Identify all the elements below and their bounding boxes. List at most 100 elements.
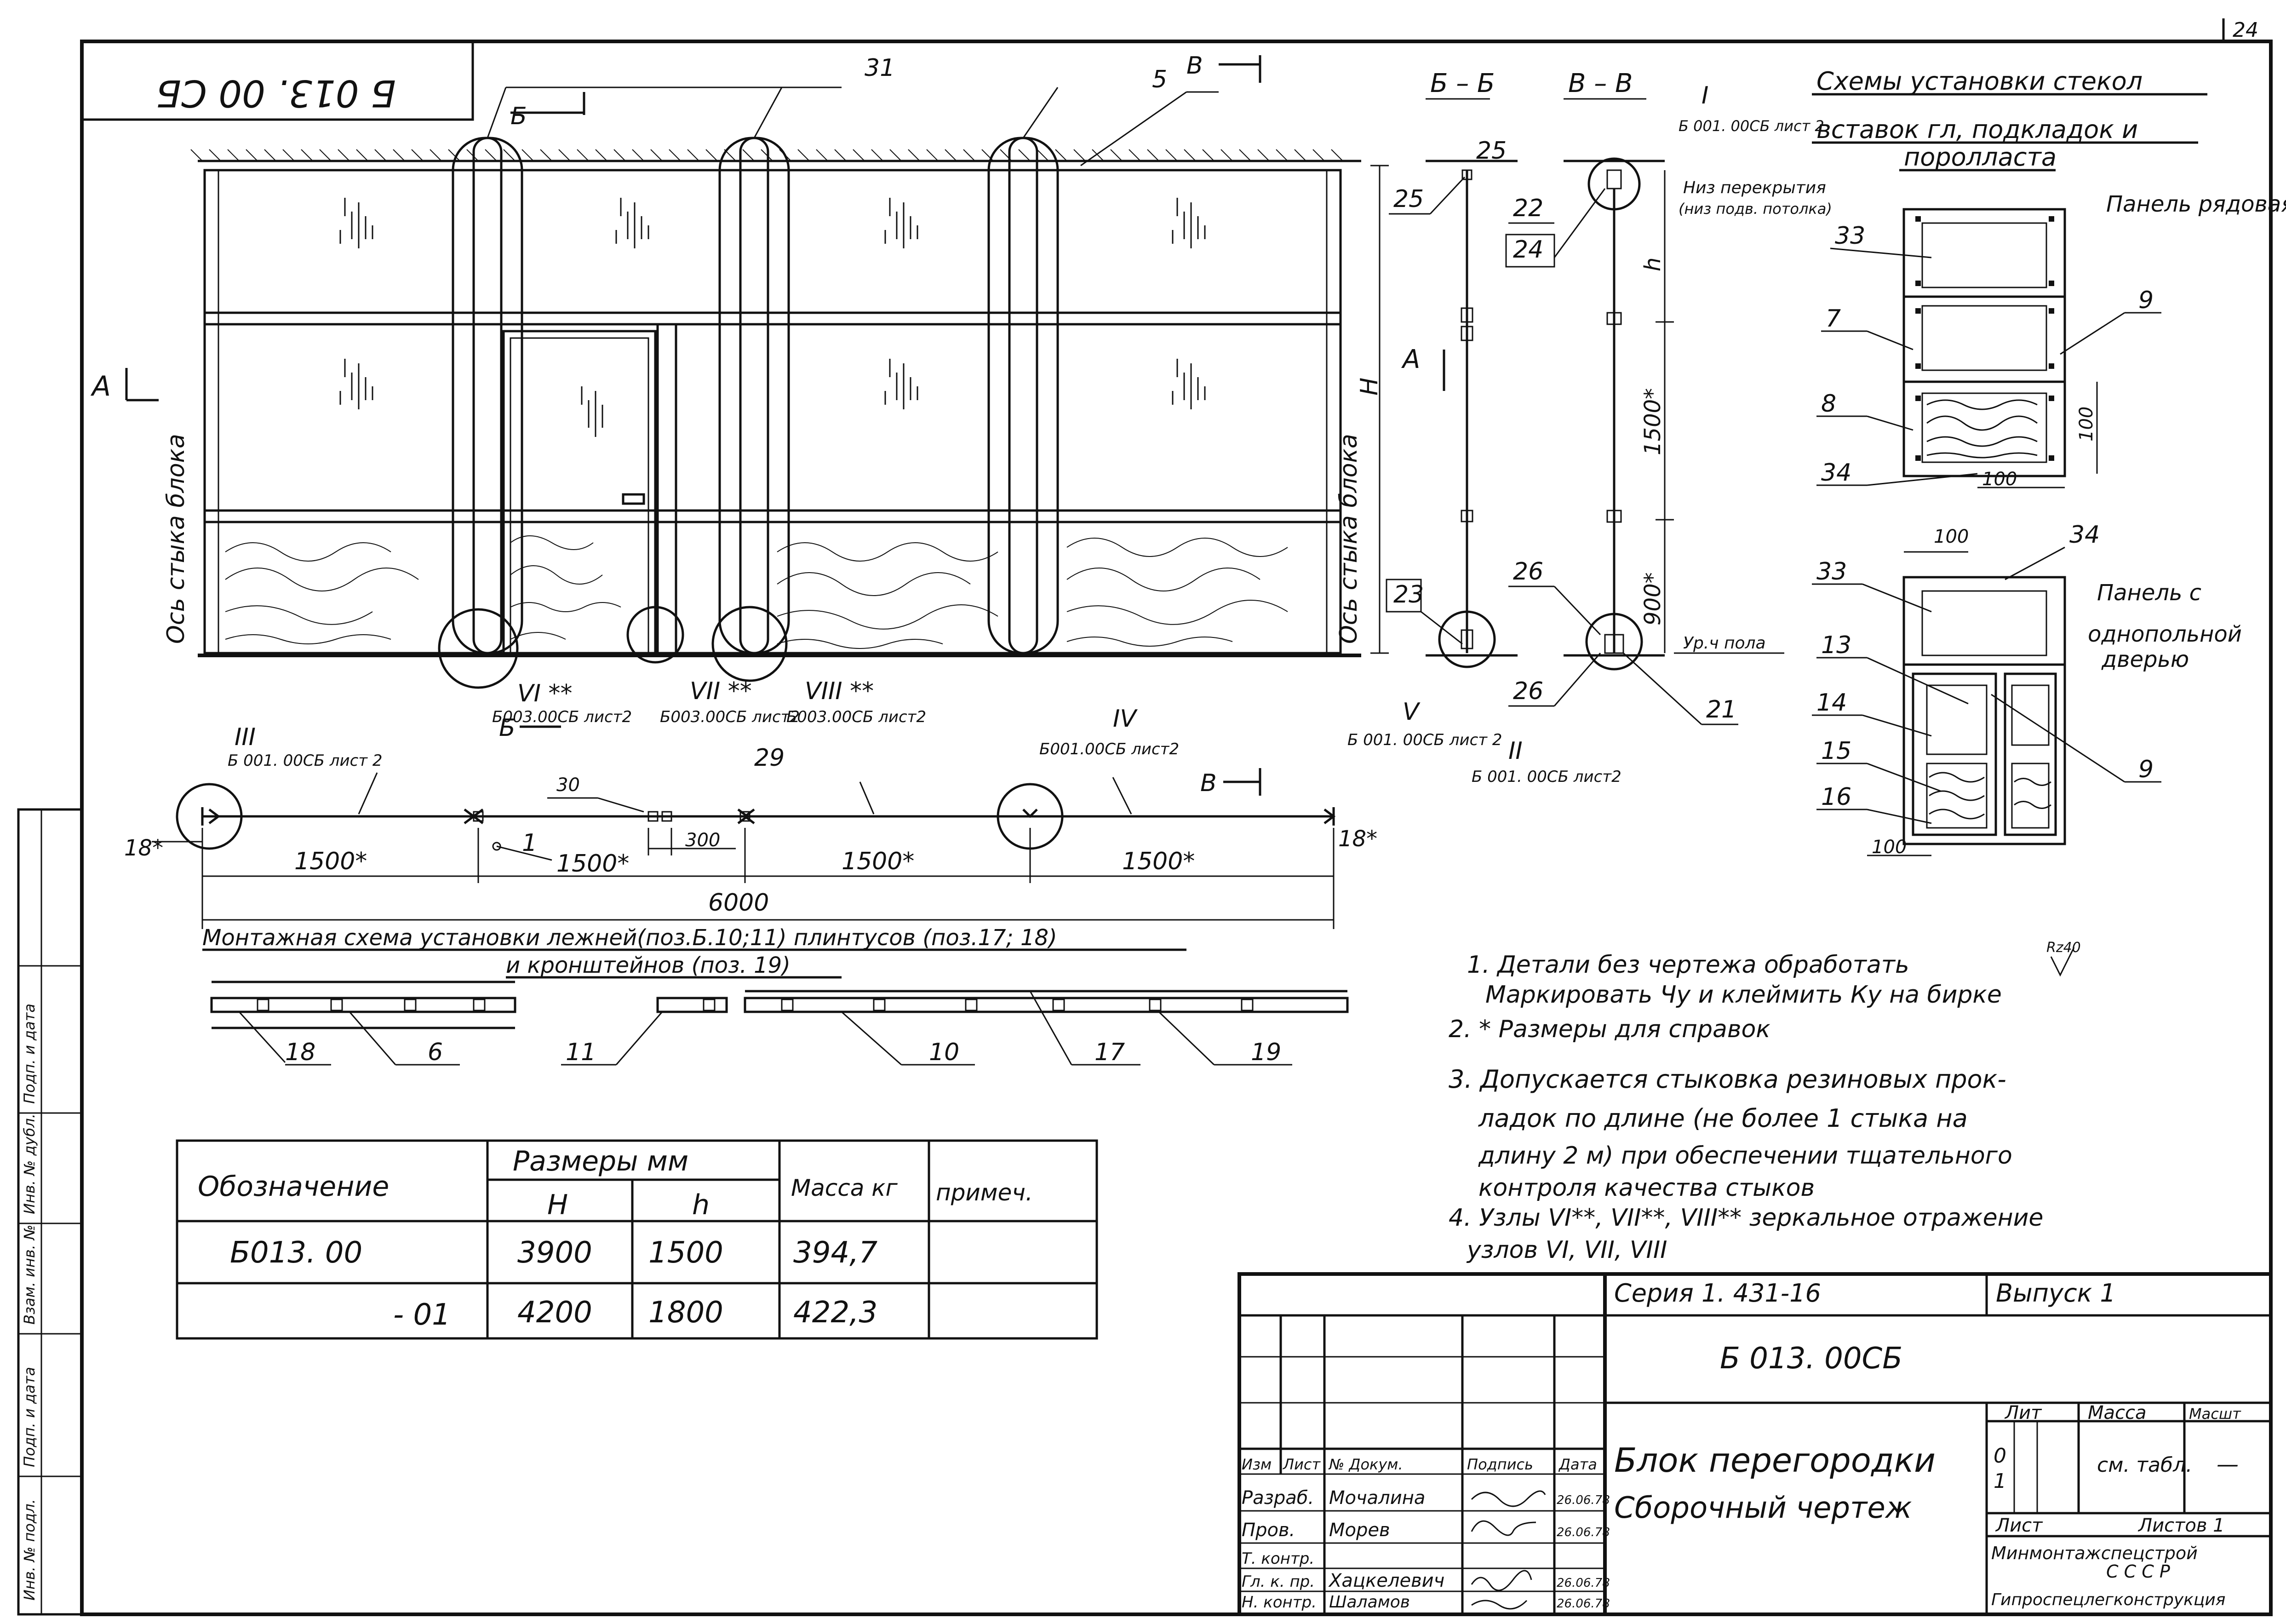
side-stamp-inv: Инв. № подл. — [21, 1499, 38, 1601]
note-1b: Маркировать Чу и клеймить Ку на бирке — [1485, 981, 2002, 1009]
plan-total-6000: 6000 — [708, 889, 769, 917]
tb-name-4: Шаламов — [1329, 1593, 1410, 1612]
dim-H: H — [1356, 378, 1383, 396]
assembly-callout-19: 19 — [1251, 1039, 1281, 1066]
note-4: 4. Узлы VI**, VII**, VIII** зеркальное о… — [1449, 1204, 2043, 1232]
tb-mass-header: Масса — [2088, 1402, 2147, 1423]
tb-sheets-label: Листов 1 — [2137, 1515, 2225, 1536]
glass-marks — [339, 198, 1206, 437]
tb-issue: Выпуск 1 — [1996, 1279, 2116, 1308]
tb-role-4: Н. контр. — [1242, 1593, 1317, 1612]
tb-scale-header: Масшт — [2189, 1405, 2241, 1423]
plan-pos-1: 1 — [522, 829, 537, 857]
panel1-callout-9: 9 — [2138, 287, 2154, 314]
section-mark-v-plan: В — [1200, 769, 1217, 797]
plan-pos-30: 30 — [556, 775, 580, 796]
panel1-label-1: Панель рядовая — [2106, 191, 2286, 217]
dimension-table: Обозначение Размеры мм H h Масса кг прим… — [176, 1139, 1098, 1340]
plan-dim-1: 1500* — [294, 848, 367, 875]
panel1-callout-34: 34 — [1821, 459, 1851, 487]
roughness-mark: Rz40 — [2046, 940, 2081, 956]
tb-date-3: 26.06.78 — [1557, 1576, 1610, 1590]
note-4b: узлов VI, VII, VIII — [1466, 1236, 1667, 1264]
section-mark-v-top: В — [1186, 52, 1203, 80]
tb-mass-value: см. табл. — [2097, 1453, 2192, 1477]
assembly-callout-6: 6 — [428, 1039, 443, 1066]
node-vi-ref: Б003.00СБ лист2 — [492, 708, 632, 726]
callout-26b: 26 — [1513, 677, 1543, 705]
panel1-wood — [1926, 399, 2038, 459]
table-header-mass: Масса кг — [791, 1175, 898, 1201]
callout-25a: 25 — [1476, 137, 1507, 165]
assembly-scheme: Монтажная схема установки лежней(поз.Б.1… — [202, 925, 1349, 1066]
table-header-note: примеч. — [936, 1179, 1033, 1206]
note-1: 1. Детали без чертежа обработать — [1467, 951, 1909, 979]
tb-name-1: Морев — [1329, 1520, 1390, 1541]
tb-role-0: Разраб. — [1242, 1487, 1314, 1509]
tb-role-3: Гл. к. пр. — [1242, 1572, 1315, 1591]
note-3c: длину 2 м) при обеспечении тщательного — [1478, 1142, 2012, 1170]
panel2-label-2: однопольной — [2088, 621, 2242, 647]
node-iv-num: IV — [1113, 705, 1138, 733]
title-block: Изм Лист № Докум. Подпись Дата Разраб. М… — [1238, 1272, 2273, 1616]
panel2-callout-13: 13 — [1821, 631, 1851, 659]
ceiling-note-2: (низ подв. потолка) — [1679, 200, 1832, 218]
glass-title-3: поролласта — [1904, 143, 2057, 172]
tb-date-1: 26.06.78 — [1557, 1526, 1610, 1539]
tb-lit-header: Лит — [2004, 1402, 2042, 1423]
elevation-view: 31 5 Б В Б А Ось стыка блока Ось стыка б… — [90, 52, 1389, 742]
rotated-code-text: Б 013. 00 СБ — [156, 72, 396, 115]
assembly-title-1: Монтажная схема установки лежней(поз.Б.1… — [202, 925, 1057, 951]
tb-col-doc: № Докум. — [1328, 1456, 1403, 1473]
node-vii-num: VII ** — [690, 677, 752, 705]
dim-900: 900* — [1640, 572, 1666, 625]
panel1-callout-8: 8 — [1821, 390, 1836, 418]
ceiling-note-1: Низ перекрытия — [1683, 178, 1826, 197]
glass-title-2: вставок гл, подкладок и — [1816, 115, 2138, 144]
panel2-callout-33: 33 — [1816, 558, 1847, 585]
glass-scheme: Схемы установки стекол вставок гл, подкл… — [1812, 67, 2286, 858]
section-mark-a-right: А — [1401, 344, 1420, 374]
callout-22: 22 — [1513, 195, 1543, 222]
tb-series: Серия 1. 431-16 — [1614, 1279, 1821, 1308]
node-vi-num: VI ** — [517, 680, 572, 707]
table-header-designation: Обозначение — [198, 1171, 389, 1203]
panel2-dim-100-top: 100 — [1934, 526, 1969, 547]
tb-name-3: Хацкелевич — [1328, 1570, 1444, 1591]
side-stamp: Инв. № подл. Подп. и дата Взам. инв. № И… — [17, 808, 83, 1616]
panel1-callout-33: 33 — [1835, 222, 1865, 250]
tb-col-izm: Изм — [1242, 1456, 1272, 1473]
notes: 1. Детали без чертежа обработать Rz40 Ма… — [1449, 940, 2081, 1264]
node-v-ref: Б 001. 00СБ лист 2 — [1347, 731, 1502, 749]
tb-name-2: Сборочный чертеж — [1614, 1491, 1912, 1525]
panel2-callout-14: 14 — [1816, 689, 1847, 717]
assembly-title-2: и кронштейнов (поз. 19) — [506, 953, 791, 978]
tb-org-3: Гипроспецлегконструкция — [1991, 1590, 2225, 1609]
sheet-number: 24 — [2233, 18, 2258, 42]
table-row1-h: 1500 — [648, 1236, 723, 1270]
floor-note: Ур.ч пола — [1683, 634, 1766, 653]
dim-h: h — [1640, 258, 1666, 271]
node-ii-ref: Б 001. 00СБ лист2 — [1472, 768, 1621, 786]
tb-lit-0: 0 — [1994, 1444, 2006, 1468]
node-viii-ref: Б003.00СБ лист2 — [786, 708, 926, 726]
plan-dim-3: 1500* — [842, 848, 914, 875]
table-row2-mass: 422,3 — [793, 1296, 877, 1330]
axis-label-left: Ось стыка блока — [162, 434, 190, 644]
node-ii-num: II — [1508, 737, 1523, 765]
section-vv-title: В – В — [1568, 69, 1633, 98]
tb-name-0: Мочалина — [1329, 1487, 1425, 1509]
section-bb-title: Б – Б — [1430, 69, 1495, 98]
rotated-code-stamp: Б 013. 00 СБ — [80, 40, 474, 121]
assembly-callout-10: 10 — [929, 1039, 959, 1066]
callout-24: 24 — [1513, 236, 1543, 264]
callout-26a: 26 — [1513, 558, 1543, 585]
table-row2-h: 1800 — [648, 1296, 723, 1330]
tb-doc-code: Б 013. 00СБ — [1720, 1342, 1902, 1376]
table-header-h: h — [692, 1189, 710, 1221]
panel1-dim-100-v: 100 — [2076, 407, 2097, 442]
panel1-dim-100-h: 100 — [1982, 469, 2017, 490]
table-header-H: H — [547, 1189, 568, 1221]
ceiling-hatch — [190, 149, 1343, 161]
tb-date-0: 26.06.78 — [1557, 1493, 1610, 1507]
